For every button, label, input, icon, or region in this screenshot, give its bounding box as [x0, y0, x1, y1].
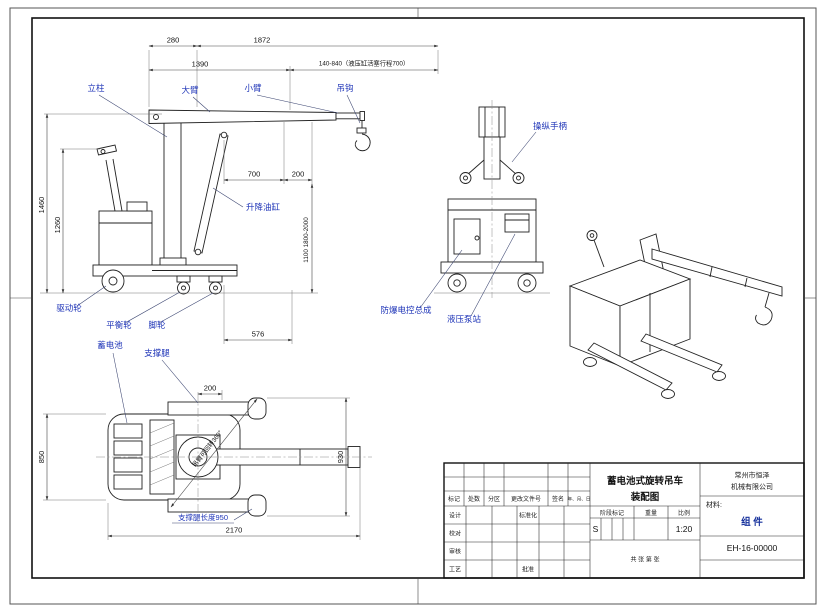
- iso-boom-shape: [651, 248, 783, 297]
- battery-cell: [113, 474, 143, 490]
- isometric-view: [568, 230, 783, 399]
- caster-wheel-shape: [209, 281, 222, 295]
- lift-cylinder-shape: [193, 131, 229, 256]
- battery-cell: [113, 457, 143, 473]
- callout-leg-length: 支撑腿长度950: [178, 512, 228, 522]
- side-view-callouts: 立柱 大臂 小臂 吊钩 升降油缸 驱动轮 平衡轮 脚轮: [56, 83, 361, 330]
- role-craft-label: 工艺: [449, 566, 461, 574]
- dim-200-top: 200: [204, 384, 217, 393]
- boom-shape: [148, 109, 337, 124]
- role-standard-label: 标准化: [519, 512, 537, 520]
- callout-hook: 吊钩: [336, 83, 353, 93]
- dim-576: 576: [252, 330, 265, 339]
- side-view-dimensions: 280 1872 1390 140-840（液压缸活塞行程700） 700 20…: [37, 36, 439, 344]
- stage-value: S: [593, 524, 599, 534]
- handle-front-shape: [459, 159, 525, 184]
- callout-control-assembly: 防爆电控总成: [380, 305, 432, 315]
- control-box-shape: [453, 218, 481, 255]
- rev-doc-label: 更改文件号: [511, 495, 541, 503]
- title-block: 标记 处数 分区 更改文件号 签名 年、月、日 设计 校对 审核 工艺 标准化 …: [443, 462, 805, 579]
- scale-value: 1:20: [676, 524, 693, 534]
- drawing-number: EH-16-00000: [727, 543, 778, 553]
- support-leg-shape: [167, 498, 251, 513]
- material-value: 组 件: [741, 516, 763, 528]
- company-line2: 机械有限公司: [731, 482, 773, 491]
- dim-280: 280: [167, 36, 180, 45]
- body-shape: [98, 210, 153, 266]
- callout-balance-wheel: 平衡轮: [106, 320, 132, 330]
- iso-leg-shape: [587, 342, 673, 391]
- role-design-label: 设计: [449, 512, 461, 520]
- iso-handle-shape: [586, 230, 605, 268]
- stage-label: 阶段标记: [600, 509, 624, 517]
- callout-lift-cylinder: 升降油缸: [246, 202, 281, 212]
- company-line1: 常州市恒泽: [735, 471, 770, 480]
- dim-1872: 1872: [254, 36, 271, 45]
- jib-shape: [335, 112, 363, 120]
- callout-jib: 小臂: [244, 83, 262, 93]
- dim-1460: 1460: [37, 197, 46, 214]
- pump-shape: [504, 213, 530, 233]
- top-view-callouts: 蓄电池 支撑腿 支撑腿长度950: [97, 340, 253, 524]
- dim-930: 930: [336, 451, 345, 464]
- side-view: [40, 109, 371, 295]
- callout-handle: 操纵手柄: [533, 121, 568, 131]
- role-proof-label: 校对: [449, 530, 461, 538]
- rev-sign-label: 签名: [552, 495, 564, 503]
- callout-mast: 立柱: [87, 83, 105, 93]
- dim-1390: 1390: [192, 60, 209, 69]
- callout-support-leg: 支撑腿: [144, 348, 170, 358]
- rev-zone-label: 分区: [488, 495, 500, 503]
- callout-pump-station: 液压泵站: [447, 314, 482, 324]
- iso-body-right: [619, 278, 691, 367]
- front-view-callouts: 操纵手柄 防爆电控总成 液压泵站: [380, 121, 567, 324]
- rev-mark-label: 标记: [448, 495, 460, 503]
- callout-drive-wheel: 驱动轮: [56, 303, 82, 313]
- hook-shape: [354, 120, 371, 152]
- iso-hook-shape: [755, 292, 773, 326]
- drawing-title-line2: 装配图: [630, 491, 660, 503]
- dim-200: 200: [292, 170, 305, 179]
- callout-battery: 蓄电池: [97, 340, 123, 350]
- role-approve-label: 批准: [522, 566, 534, 574]
- dim-hook-heights: 1100 1800-2000: [303, 217, 310, 263]
- dim-850: 850: [37, 451, 46, 464]
- support-leg-shape: [167, 401, 251, 416]
- role-audit-label: 审核: [449, 548, 461, 556]
- scale-label: 比例: [678, 509, 690, 517]
- sheet-frame: [9, 7, 817, 605]
- drive-wheel-shape: [101, 269, 125, 293]
- battery-cell: [113, 440, 143, 456]
- note-cylinder-stroke: 140-840（液压缸活塞行程700）: [319, 59, 409, 68]
- dim-700: 700: [248, 170, 261, 179]
- dim-1260: 1260: [53, 217, 62, 234]
- callout-caster-wheel: 脚轮: [148, 320, 166, 330]
- material-label: 材料:: [706, 500, 722, 509]
- tiller-handle-shape: [96, 144, 123, 212]
- caster-wheel-shape: [177, 281, 190, 295]
- front-view: [434, 100, 550, 298]
- dim-2170: 2170: [226, 526, 243, 535]
- rev-count-label: 处数: [468, 495, 480, 503]
- callout-boom: 大臂: [181, 85, 199, 95]
- battery-cell: [113, 423, 143, 439]
- drawing-title-line1: 蓄电池式旋转吊车: [607, 475, 684, 487]
- sheet-info: 共 张 第 张: [630, 556, 659, 564]
- rev-date-label: 年、月、日: [568, 496, 591, 503]
- iso-leg-shape: [640, 333, 723, 373]
- top-view: [96, 392, 372, 522]
- weight-label: 重量: [645, 509, 657, 517]
